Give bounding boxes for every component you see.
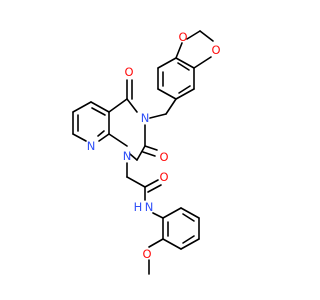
bond bbox=[126, 176, 146, 188]
bond-double-inner bbox=[177, 62, 190, 71]
bond bbox=[162, 207, 182, 219]
bond-double bbox=[144, 179, 159, 188]
bond bbox=[193, 56, 212, 69]
atom-n1: N bbox=[123, 149, 132, 163]
bond-double-inner bbox=[97, 130, 105, 137]
bond bbox=[165, 98, 177, 115]
atom-o-amide: O bbox=[159, 170, 168, 184]
bond bbox=[108, 133, 128, 147]
bond bbox=[72, 101, 92, 113]
bond bbox=[180, 238, 200, 250]
bond bbox=[126, 98, 138, 113]
atom-o-dioxole-top: O bbox=[178, 30, 187, 44]
bond bbox=[175, 42, 183, 59]
atom-n3: N bbox=[141, 111, 150, 125]
bond-double bbox=[147, 184, 162, 193]
atom-o-methoxy: O bbox=[142, 247, 151, 261]
bond bbox=[90, 101, 110, 113]
bond bbox=[157, 88, 177, 100]
bond bbox=[152, 212, 164, 219]
bond-double-inner bbox=[91, 107, 106, 116]
bond-double bbox=[144, 145, 158, 151]
bond bbox=[175, 88, 195, 100]
atom-h-amide: H bbox=[134, 200, 143, 214]
molecule-structure: O O O N O N N O N H O bbox=[72, 30, 221, 275]
bond-double-inner bbox=[178, 85, 191, 94]
bond bbox=[180, 207, 200, 219]
bond bbox=[199, 30, 214, 42]
bond bbox=[162, 238, 182, 250]
bond-double-inner bbox=[182, 213, 195, 222]
atom-o-carbonyl-c2: O bbox=[159, 150, 168, 164]
bond bbox=[108, 98, 128, 113]
atom-n8-pyridine: N bbox=[87, 139, 96, 153]
bond bbox=[175, 57, 195, 69]
bond bbox=[136, 145, 146, 161]
atom-n-amide: N bbox=[145, 200, 154, 214]
atom-o-carbonyl-c4: O bbox=[124, 65, 133, 79]
bond bbox=[157, 57, 177, 69]
bond bbox=[149, 113, 167, 119]
bond bbox=[72, 133, 87, 142]
atom-o-dioxole-right: O bbox=[211, 43, 220, 57]
molecule-canvas: O O O N O N N O N H O bbox=[72, 30, 221, 275]
bond-double bbox=[142, 151, 156, 157]
bond bbox=[148, 238, 164, 248]
bond bbox=[98, 133, 110, 142]
bond bbox=[129, 153, 138, 161]
bond-double-inner bbox=[182, 235, 195, 244]
bond bbox=[186, 30, 201, 40]
